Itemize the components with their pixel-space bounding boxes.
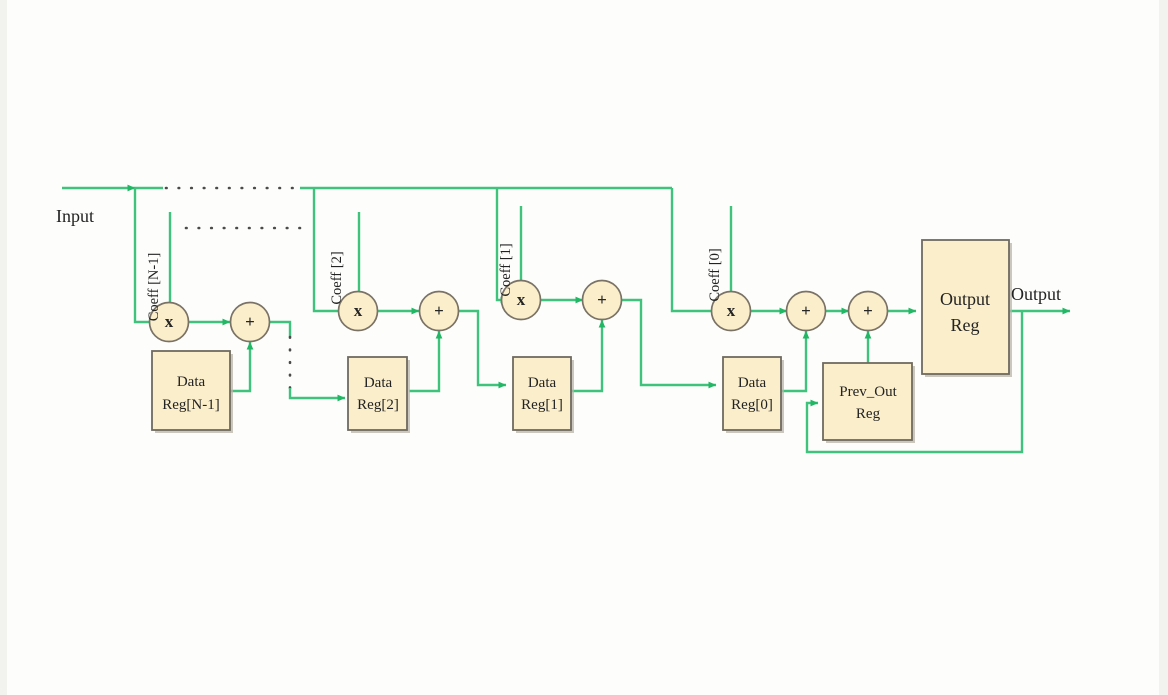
wire-output-feedback <box>805 311 1024 454</box>
wire-tap-0 <box>670 188 720 315</box>
adder-prev-out-symbol: + <box>863 301 873 320</box>
coeff-1-label: Coeff [1] <box>498 243 514 296</box>
coeff-2-label: Coeff [2] <box>329 251 345 304</box>
wire-adder-n-1-out <box>269 320 292 337</box>
wire-tap-2 <box>312 188 348 315</box>
wire-adder-1-to-datareg-0 <box>621 298 717 389</box>
wire-chain-to-datareg-2 <box>288 388 346 402</box>
adder-1-symbol: + <box>597 290 607 309</box>
data-reg-n-1-line1: Data <box>177 374 206 390</box>
data-reg-0[interactable]: Data Reg[0] <box>722 356 784 433</box>
wire-adder-2-to-datareg-1 <box>458 309 507 389</box>
mult-n-1[interactable]: x <box>148 301 190 343</box>
wire-datareg-to-adder-n-1 <box>230 341 254 393</box>
adder-0[interactable]: + <box>785 290 827 332</box>
adder-2[interactable]: + <box>418 290 460 332</box>
adder-prev-out[interactable]: + <box>847 290 889 332</box>
output-reg-line2: Reg <box>951 315 980 335</box>
mult-0[interactable]: x <box>710 290 752 332</box>
coeff-n-1-label: Coeff [N-1] <box>146 253 162 322</box>
prev-out-reg[interactable]: Prev_Out Reg <box>822 362 915 443</box>
adder-0-symbol: + <box>801 301 811 320</box>
page-edge-right <box>1159 0 1168 695</box>
data-reg-n-1[interactable]: Data Reg[N-1] <box>151 350 233 433</box>
mult-n-1-symbol: x <box>165 312 174 331</box>
page-edge-left <box>0 0 7 695</box>
adder-n-1-symbol: + <box>245 312 255 331</box>
data-reg-1-line2: Reg[1] <box>521 397 563 413</box>
output-reg[interactable]: Output Reg <box>921 239 1012 377</box>
wire-datareg-to-adder-1 <box>571 319 606 393</box>
wire-datareg-to-adder-2 <box>409 330 443 393</box>
mult-1[interactable]: x <box>500 279 542 321</box>
mult-2[interactable]: x <box>337 290 379 332</box>
data-reg-2[interactable]: Data Reg[2] <box>347 356 410 433</box>
mult-1-symbol: x <box>517 290 526 309</box>
prev-out-reg-line2: Reg <box>856 406 881 422</box>
adder-n-1[interactable]: + <box>229 301 271 343</box>
output-label: Output <box>1011 284 1061 304</box>
adder-2-symbol: + <box>434 301 444 320</box>
data-reg-2-line2: Reg[2] <box>357 397 399 413</box>
data-reg-1-line1: Data <box>528 375 557 391</box>
data-reg-0-line2: Reg[0] <box>731 397 773 413</box>
mult-2-symbol: x <box>354 301 363 320</box>
input-label: Input <box>56 206 94 226</box>
data-reg-2-line1: Data <box>364 375 393 391</box>
adder-1[interactable]: + <box>581 279 623 321</box>
mult-0-symbol: x <box>727 301 736 320</box>
data-reg-n-1-line2: Reg[N-1] <box>162 397 219 413</box>
wire-datareg-to-adder-0 <box>781 330 810 393</box>
coeff-0-label: Coeff [0] <box>707 248 723 301</box>
data-reg-0-line1: Data <box>738 375 767 391</box>
data-reg-1[interactable]: Data Reg[1] <box>512 356 574 433</box>
output-reg-line1: Output <box>940 289 990 309</box>
prev-out-reg-line1: Prev_Out <box>839 384 897 400</box>
